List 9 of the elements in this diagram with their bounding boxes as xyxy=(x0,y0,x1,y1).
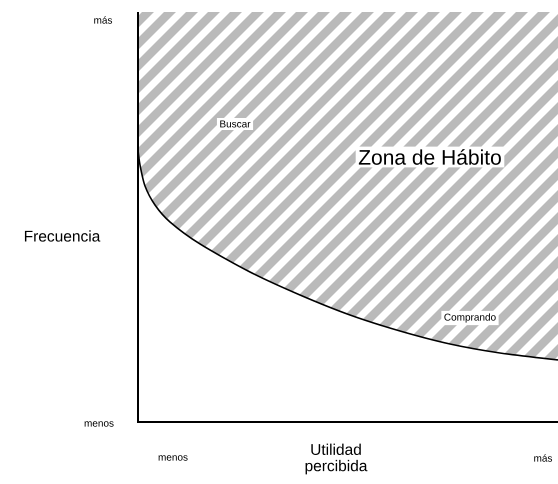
axis-title: Frecuencia xyxy=(24,230,100,242)
example-label: Buscar xyxy=(216,118,254,130)
axis-title: Utilidad percibida xyxy=(306,444,368,474)
axis-end-label: más xyxy=(534,454,552,462)
axis-end-label: más xyxy=(94,16,112,24)
axis-end-label: menos xyxy=(84,421,114,427)
zone-title: Zona de Hábito xyxy=(356,146,504,168)
example-label: Comprando xyxy=(441,310,499,326)
axis-end-label: menos xyxy=(158,455,188,461)
